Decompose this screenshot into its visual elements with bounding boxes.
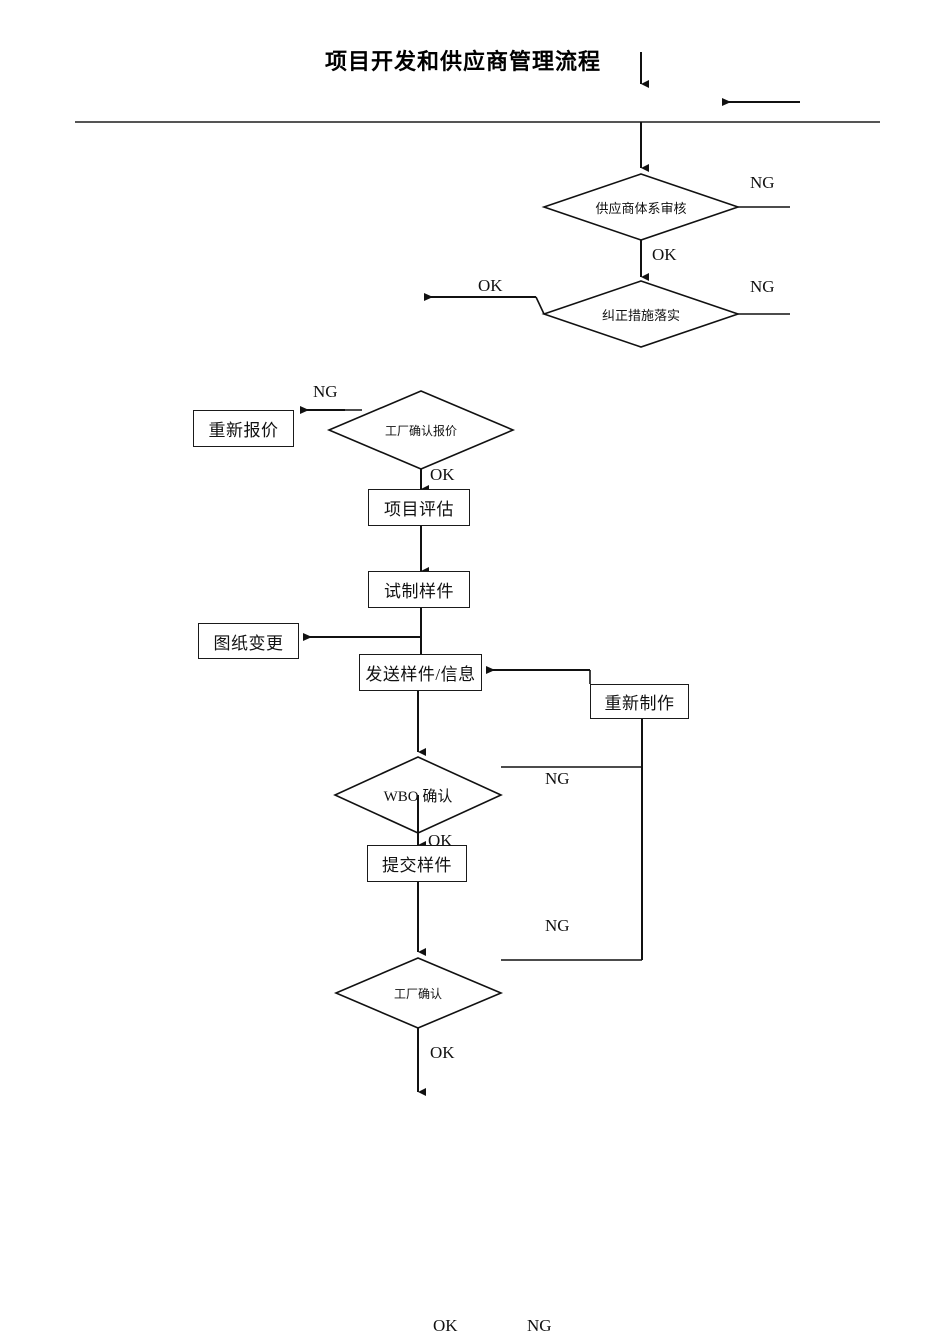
node-send-sample-info-label: 发送样件/信息 xyxy=(365,665,476,684)
node-project-evaluation[interactable]: 项目评估 xyxy=(368,489,470,526)
node-drawing-change-label: 图纸变更 xyxy=(213,633,284,653)
edge-label-ng-factory: NG xyxy=(545,916,570,935)
edge-label-ok-quote: OK xyxy=(430,465,455,484)
node-drawing-change[interactable]: 图纸变更 xyxy=(198,623,299,659)
node-trial-sample[interactable]: 试制样件 xyxy=(368,571,470,608)
node-project-evaluation-label: 项目评估 xyxy=(384,500,454,519)
edge-label-ok-audit: OK xyxy=(652,245,677,264)
node-requote[interactable]: 重新报价 xyxy=(193,410,294,447)
page-title: 项目开发和供应商管理流程 xyxy=(325,49,602,74)
diamond-factory-confirm xyxy=(333,957,504,1029)
node-send-sample-info[interactable]: 发送样件/信息 xyxy=(359,654,482,691)
node-remake-label: 重新制作 xyxy=(604,694,675,713)
node-remake[interactable]: 重新制作 xyxy=(590,684,689,719)
edge-label-ng-bottom: NG xyxy=(527,1316,552,1335)
edge-label-ng-wbo: NG xyxy=(545,769,570,788)
edge-label-ng-quote: NG xyxy=(313,382,338,401)
diamond-corrective-action xyxy=(541,280,741,348)
edge-label-ng-audit: NG xyxy=(750,173,775,192)
node-trial-sample-label: 试制样件 xyxy=(384,582,454,601)
edge-label-ok-factory: OK xyxy=(430,1043,455,1062)
edge-label-ok-corrective: OK xyxy=(478,276,503,295)
edge-label-ok-wbo: OK xyxy=(428,831,453,850)
diamond-factory-confirm-quote xyxy=(326,390,516,470)
node-submit-sample[interactable]: 提交样件 xyxy=(367,845,467,882)
edge-label-ng-corrective: NG xyxy=(750,277,775,296)
edge-corrective-ok-stub xyxy=(535,296,545,315)
node-requote-label: 重新报价 xyxy=(208,421,279,440)
edge-label-ok-bottom: OK xyxy=(433,1316,458,1335)
node-submit-sample-label: 提交样件 xyxy=(382,856,452,875)
diamond-supplier-system-audit xyxy=(541,173,741,241)
